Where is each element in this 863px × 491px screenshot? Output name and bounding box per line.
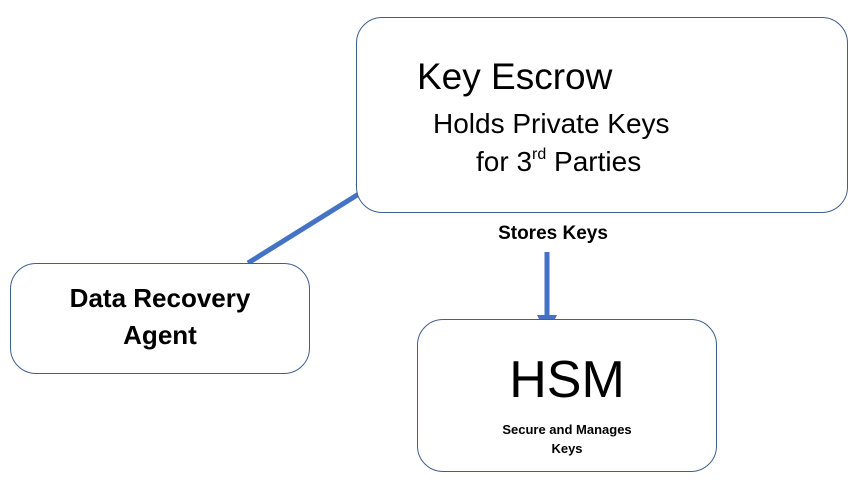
data-recovery-agent-label-line2: Agent	[123, 320, 197, 350]
agent-to-escrow-arrow	[246, 182, 378, 266]
key-escrow-line2-superscript: rd	[532, 146, 547, 163]
key-escrow-node: Key Escrow Holds Private Keys for 3rd Pa…	[356, 17, 848, 213]
hsm-description-line2: Keys	[551, 441, 583, 456]
hsm-description-line1: Secure and Manages	[502, 422, 632, 437]
stores-keys-label: Stores Keys	[498, 223, 608, 244]
hsm-title: HSM	[509, 351, 625, 409]
key-escrow-description-line1: Holds Private Keys	[433, 108, 670, 139]
key-escrow-title: Key Escrow	[417, 56, 613, 97]
key-escrow-description-line2: for 3rd Parties	[476, 146, 847, 178]
data-recovery-agent-node: Data Recovery Agent	[10, 263, 310, 374]
data-recovery-agent-label-line1: Data Recovery	[69, 283, 251, 313]
hsm-node: HSM Secure and Manages Keys	[417, 319, 717, 472]
key-escrow-line2-prefix: for 3	[476, 146, 533, 177]
key-escrow-line2-suffix: Parties	[546, 146, 642, 177]
